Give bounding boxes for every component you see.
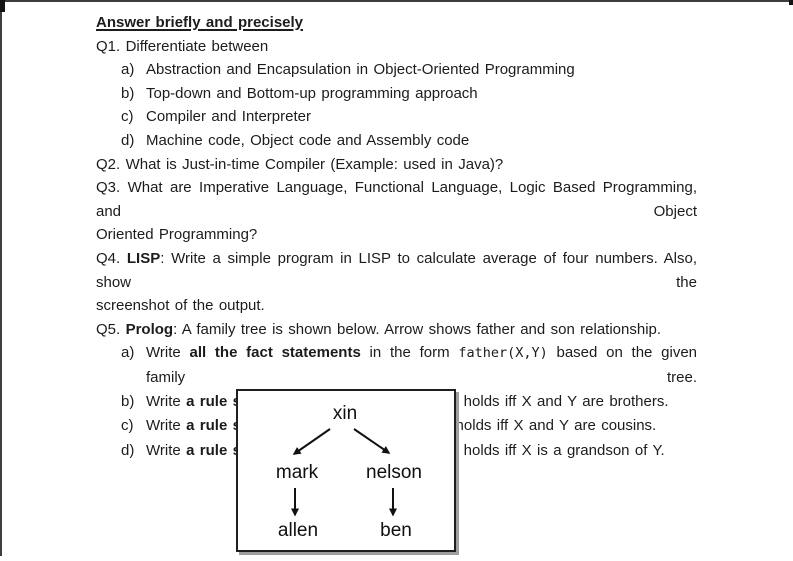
question-q5: Q5. Prolog: A family tree is shown below… <box>96 318 697 342</box>
item-pre: Write <box>146 417 187 435</box>
q2-text: What is Just-in-time Compiler (Example: … <box>125 155 504 173</box>
item-letter: b) <box>121 84 135 102</box>
item-letter: b) <box>121 392 135 410</box>
page-corner-mark-left <box>0 0 5 12</box>
question-q2: Q2. What is Just-in-time Compiler (Examp… <box>96 153 697 177</box>
item-text: Compiler and Interpreter <box>146 108 311 126</box>
item-post: which holds iff X and Y are cousins. <box>406 417 657 435</box>
item-post: which holds iff X and Y are brothers. <box>414 392 669 410</box>
item-letter: c) <box>121 108 134 126</box>
item-text: Top-down and Bottom-up programming appro… <box>146 84 478 102</box>
q3-label: Q3. <box>96 179 121 197</box>
q4-label: Q4. <box>96 249 121 267</box>
q3-text-line2: Oriented Programming? <box>96 226 258 244</box>
item-pre: Write <box>146 344 190 362</box>
item-letter: d) <box>121 131 135 149</box>
q5-item-a: a) Write all the fact statements in the … <box>96 341 697 389</box>
family-tree-diagram: xin mark nelson allen ben <box>236 389 456 552</box>
prolog-code: father(X,Y) <box>458 345 548 362</box>
question-q4-line1: Q4. LISP: Write a simple program in LISP… <box>96 247 697 294</box>
tree-node-allen: allen <box>277 520 319 541</box>
q1-item-a: a) Abstraction and Encapsulation in Obje… <box>96 58 697 82</box>
q1-label: Q1. <box>96 37 121 55</box>
item-letter: a) <box>121 344 135 362</box>
q5-bold-keyword: Prolog <box>125 320 174 338</box>
arrow-xin-mark <box>292 428 331 455</box>
page-title-text: Answer briefly and precisely <box>96 14 304 31</box>
tree-node-nelson: nelson <box>366 462 422 483</box>
q5-item-d: d) Write a rule statement grandson(X,Y) … <box>96 439 697 464</box>
q4-text-line2: screenshot of the output. <box>96 297 265 315</box>
question-q3-line1: Q3. What are Imperative Language, Functi… <box>96 176 697 223</box>
q1-text: Differentiate between <box>125 37 269 55</box>
page-edge-top <box>0 0 793 2</box>
item-pre: Write <box>146 392 187 410</box>
q4-text-line1: : Write a simple program in LISP to calc… <box>96 249 697 291</box>
tree-node-ben: ben <box>380 520 412 541</box>
item-letter: c) <box>121 417 134 435</box>
item-mid: in the form <box>360 344 459 362</box>
father-son-arrows <box>291 428 397 517</box>
document-content: Answer briefly and precisely Q1. Differe… <box>96 11 697 463</box>
item-pre: Write <box>146 441 187 459</box>
item-text: Write all the fact statements in the for… <box>146 341 697 389</box>
page-edge-left <box>0 0 2 556</box>
item-post: based on the given family tree. <box>146 344 698 386</box>
tree-node-xin: xin <box>332 403 358 424</box>
question-q3-line2: Oriented Programming? <box>96 223 697 247</box>
item-letter: d) <box>121 441 135 459</box>
page-title: Answer briefly and precisely <box>96 11 697 35</box>
page-corner-mark-right <box>789 0 793 5</box>
q1-item-d: d) Machine code, Object code and Assembl… <box>96 129 697 153</box>
item-text: Abstraction and Encapsulation in Object-… <box>146 61 575 79</box>
question-q1: Q1. Differentiate between <box>96 35 697 59</box>
item-post: which holds iff X is a grandson of Y. <box>414 441 665 459</box>
q4-bold-keyword: LISP <box>126 249 161 267</box>
q3-text-line1: What are Imperative Language, Functional… <box>96 179 697 220</box>
q1-item-b: b) Top-down and Bottom-up programming ap… <box>96 82 697 106</box>
item-bold: all the fact statements <box>189 344 361 362</box>
q2-label: Q2. <box>96 155 121 173</box>
item-text: Machine code, Object code and Assembly c… <box>146 131 470 149</box>
arrow-xin-nelson <box>353 428 391 454</box>
question-q4-line2: screenshot of the output. <box>96 294 697 318</box>
q5-label: Q5. <box>96 320 121 338</box>
item-letter: a) <box>121 61 135 79</box>
q1-item-c: c) Compiler and Interpreter <box>96 105 697 129</box>
item-text: Write a rule statement grandson(X,Y) whi… <box>146 439 697 464</box>
q5-text: : A family tree is shown below. Arrow sh… <box>173 320 662 338</box>
tree-node-mark: mark <box>275 462 319 483</box>
